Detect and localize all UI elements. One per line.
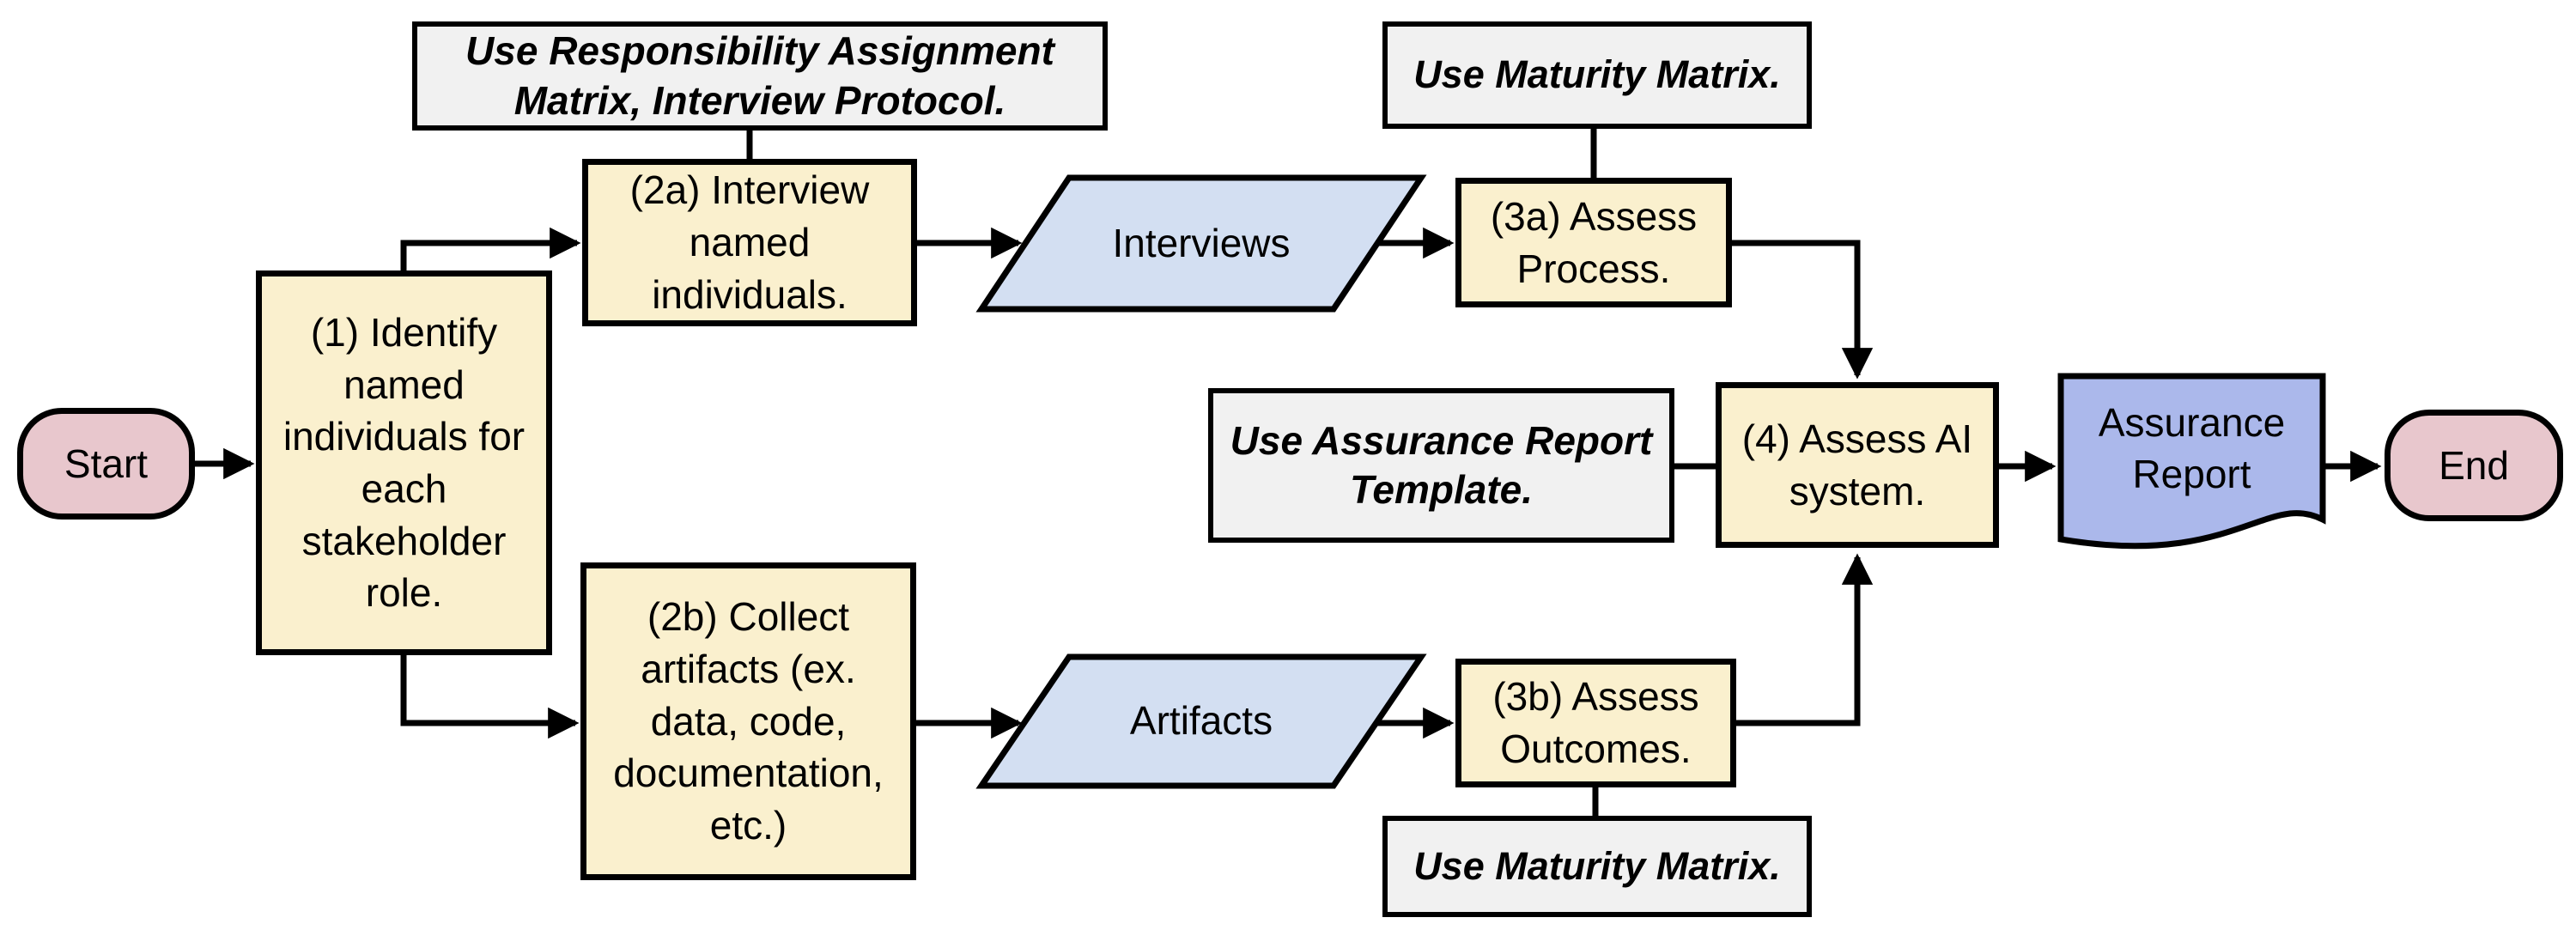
interviews-parallelogram: [975, 174, 1427, 313]
artifacts-parallelogram: [975, 653, 1427, 789]
arrow-step3a-to-step4: [1732, 240, 1874, 380]
arrow-step1-to-step2b: [400, 655, 580, 739]
step-2a-box: (2a) Interview named individuals.: [582, 159, 917, 326]
interviews-label: Interviews: [1112, 220, 1291, 265]
arrow-step1-to-step2a: [400, 227, 581, 270]
step-2b-box: (2b) Collect artifacts (ex. data, code, …: [580, 562, 916, 880]
start-terminator: Start: [17, 408, 195, 520]
step-3b-box: (3b) Assess Outcomes.: [1455, 659, 1736, 787]
note-maturity-matrix-top: Use Maturity Matrix.: [1382, 21, 1812, 129]
note-assurance-template: Use Assurance Report Template.: [1208, 388, 1674, 543]
step-4-box: (4) Assess AI system.: [1716, 382, 1999, 548]
assurance-report-label: Assurance Report: [2098, 399, 2286, 496]
note-responsibility-matrix: Use Responsibility Assignment Matrix, In…: [412, 21, 1108, 131]
note-maturity-matrix-bottom: Use Maturity Matrix.: [1382, 816, 1812, 917]
arrow-step3b-to-step4: [1736, 553, 1874, 726]
step-1-box: (1) Identify named individuals for each …: [256, 270, 552, 655]
step-3a-box: (3a) Assess Process.: [1455, 178, 1732, 307]
assurance-report-document: [2057, 373, 2326, 550]
end-terminator: End: [2385, 410, 2563, 521]
artifacts-label: Artifacts: [1129, 698, 1273, 744]
